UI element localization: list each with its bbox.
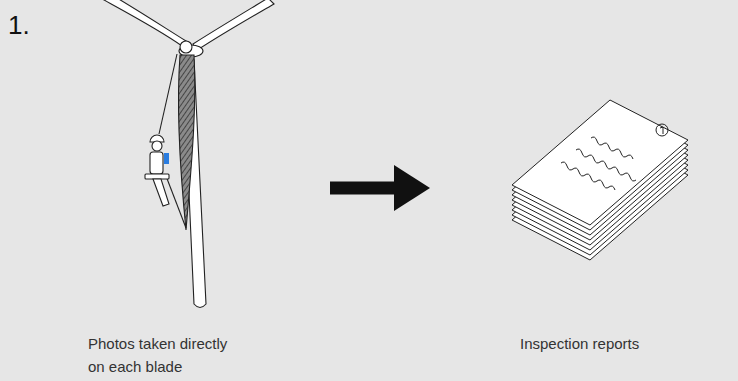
- camera: [164, 153, 169, 164]
- turbine-blade: [95, 0, 186, 46]
- body: [150, 152, 163, 174]
- seal-icon: [656, 124, 668, 136]
- seat: [145, 174, 169, 179]
- step-caption: Inspection reports: [520, 332, 690, 355]
- report-sheet: [512, 100, 688, 225]
- step-caption: Photos taken directly on each blade: [88, 332, 243, 378]
- report-stack: [512, 100, 688, 260]
- step-number: 1.: [8, 10, 30, 41]
- process-step: Photos taken directly on each blade: [85, 10, 325, 366]
- head: [152, 141, 162, 151]
- inspected-blade: [178, 55, 194, 230]
- rope: [166, 176, 186, 228]
- technician: [145, 135, 169, 206]
- legs: [153, 179, 169, 206]
- text-lines: [561, 137, 636, 190]
- turbine-blade: [193, 0, 274, 51]
- process-step: Inspection reports: [435, 10, 695, 366]
- turbine-hub: [180, 41, 192, 53]
- wind-turbine: [95, 0, 274, 308]
- rope: [159, 54, 177, 134]
- seal-icon: [660, 127, 663, 134]
- flow-arrow: [330, 182, 400, 195]
